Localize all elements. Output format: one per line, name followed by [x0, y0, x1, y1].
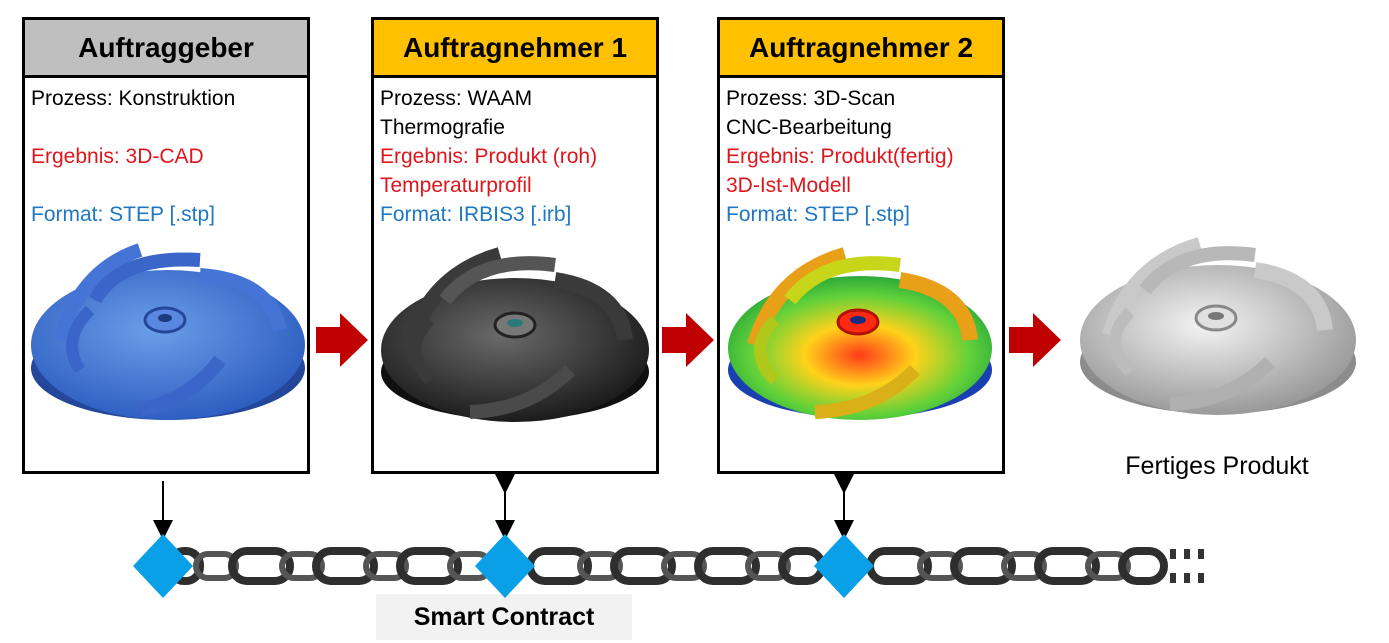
- format-line: Format: STEP [.stp]: [31, 203, 215, 226]
- smart-contract-text: Smart Contract: [413, 602, 595, 631]
- process-line: Thermografie: [380, 116, 505, 139]
- process-line: CNC-Bearbeitung: [726, 116, 892, 139]
- process-line: Prozess: WAAM: [380, 87, 533, 110]
- format-line: Format: IRBIS3 [.irb]: [380, 203, 572, 226]
- box-text: Prozess: 3D-Scan CNC-Bearbeitung Ergebni…: [720, 78, 1002, 229]
- box-title: Auftragnehmer 2: [748, 31, 974, 63]
- box-header: Auftragnehmer 1: [374, 20, 656, 78]
- result-line: Ergebnis: Produkt(fertig): [726, 145, 954, 168]
- smart-contract-label: Smart Contract: [376, 594, 632, 640]
- blue-impeller-cad-model: [31, 243, 305, 420]
- process-line: Prozess: Konstruktion: [31, 87, 236, 110]
- chain: [166, 547, 1204, 585]
- box-title: Auftragnehmer 1: [402, 31, 628, 63]
- dark-waam-impeller: [381, 247, 649, 422]
- result-line: 3D-Ist-Modell: [726, 174, 851, 197]
- result-line: Temperaturprofil: [380, 174, 532, 197]
- result-line: Ergebnis: Produkt (roh): [380, 145, 598, 168]
- flow-arrow: [662, 313, 714, 367]
- box-text: Prozess: WAAM Thermografie Ergebnis: Pro…: [374, 78, 656, 229]
- format-line: Format: STEP [.stp]: [726, 203, 910, 226]
- contract-node: [814, 534, 874, 598]
- box-header: Auftragnehmer 2: [720, 20, 1002, 78]
- box-title: Auftraggeber: [78, 31, 254, 63]
- flow-arrow: [316, 313, 368, 367]
- process-line: Prozess: 3D-Scan: [726, 87, 896, 110]
- result-line: Ergebnis: 3D-CAD: [31, 145, 204, 168]
- box-header: Auftraggeber: [25, 20, 307, 78]
- colormap-scan-impeller: [728, 247, 992, 420]
- gray-finished-impeller: [1080, 237, 1356, 415]
- final-product-label: Fertiges Produkt: [1125, 452, 1309, 480]
- contract-node: [133, 534, 193, 598]
- flow-arrow: [1009, 313, 1061, 367]
- box-text: Prozess: Konstruktion Ergebnis: 3D-CAD F…: [25, 78, 307, 229]
- contract-node: [475, 534, 535, 598]
